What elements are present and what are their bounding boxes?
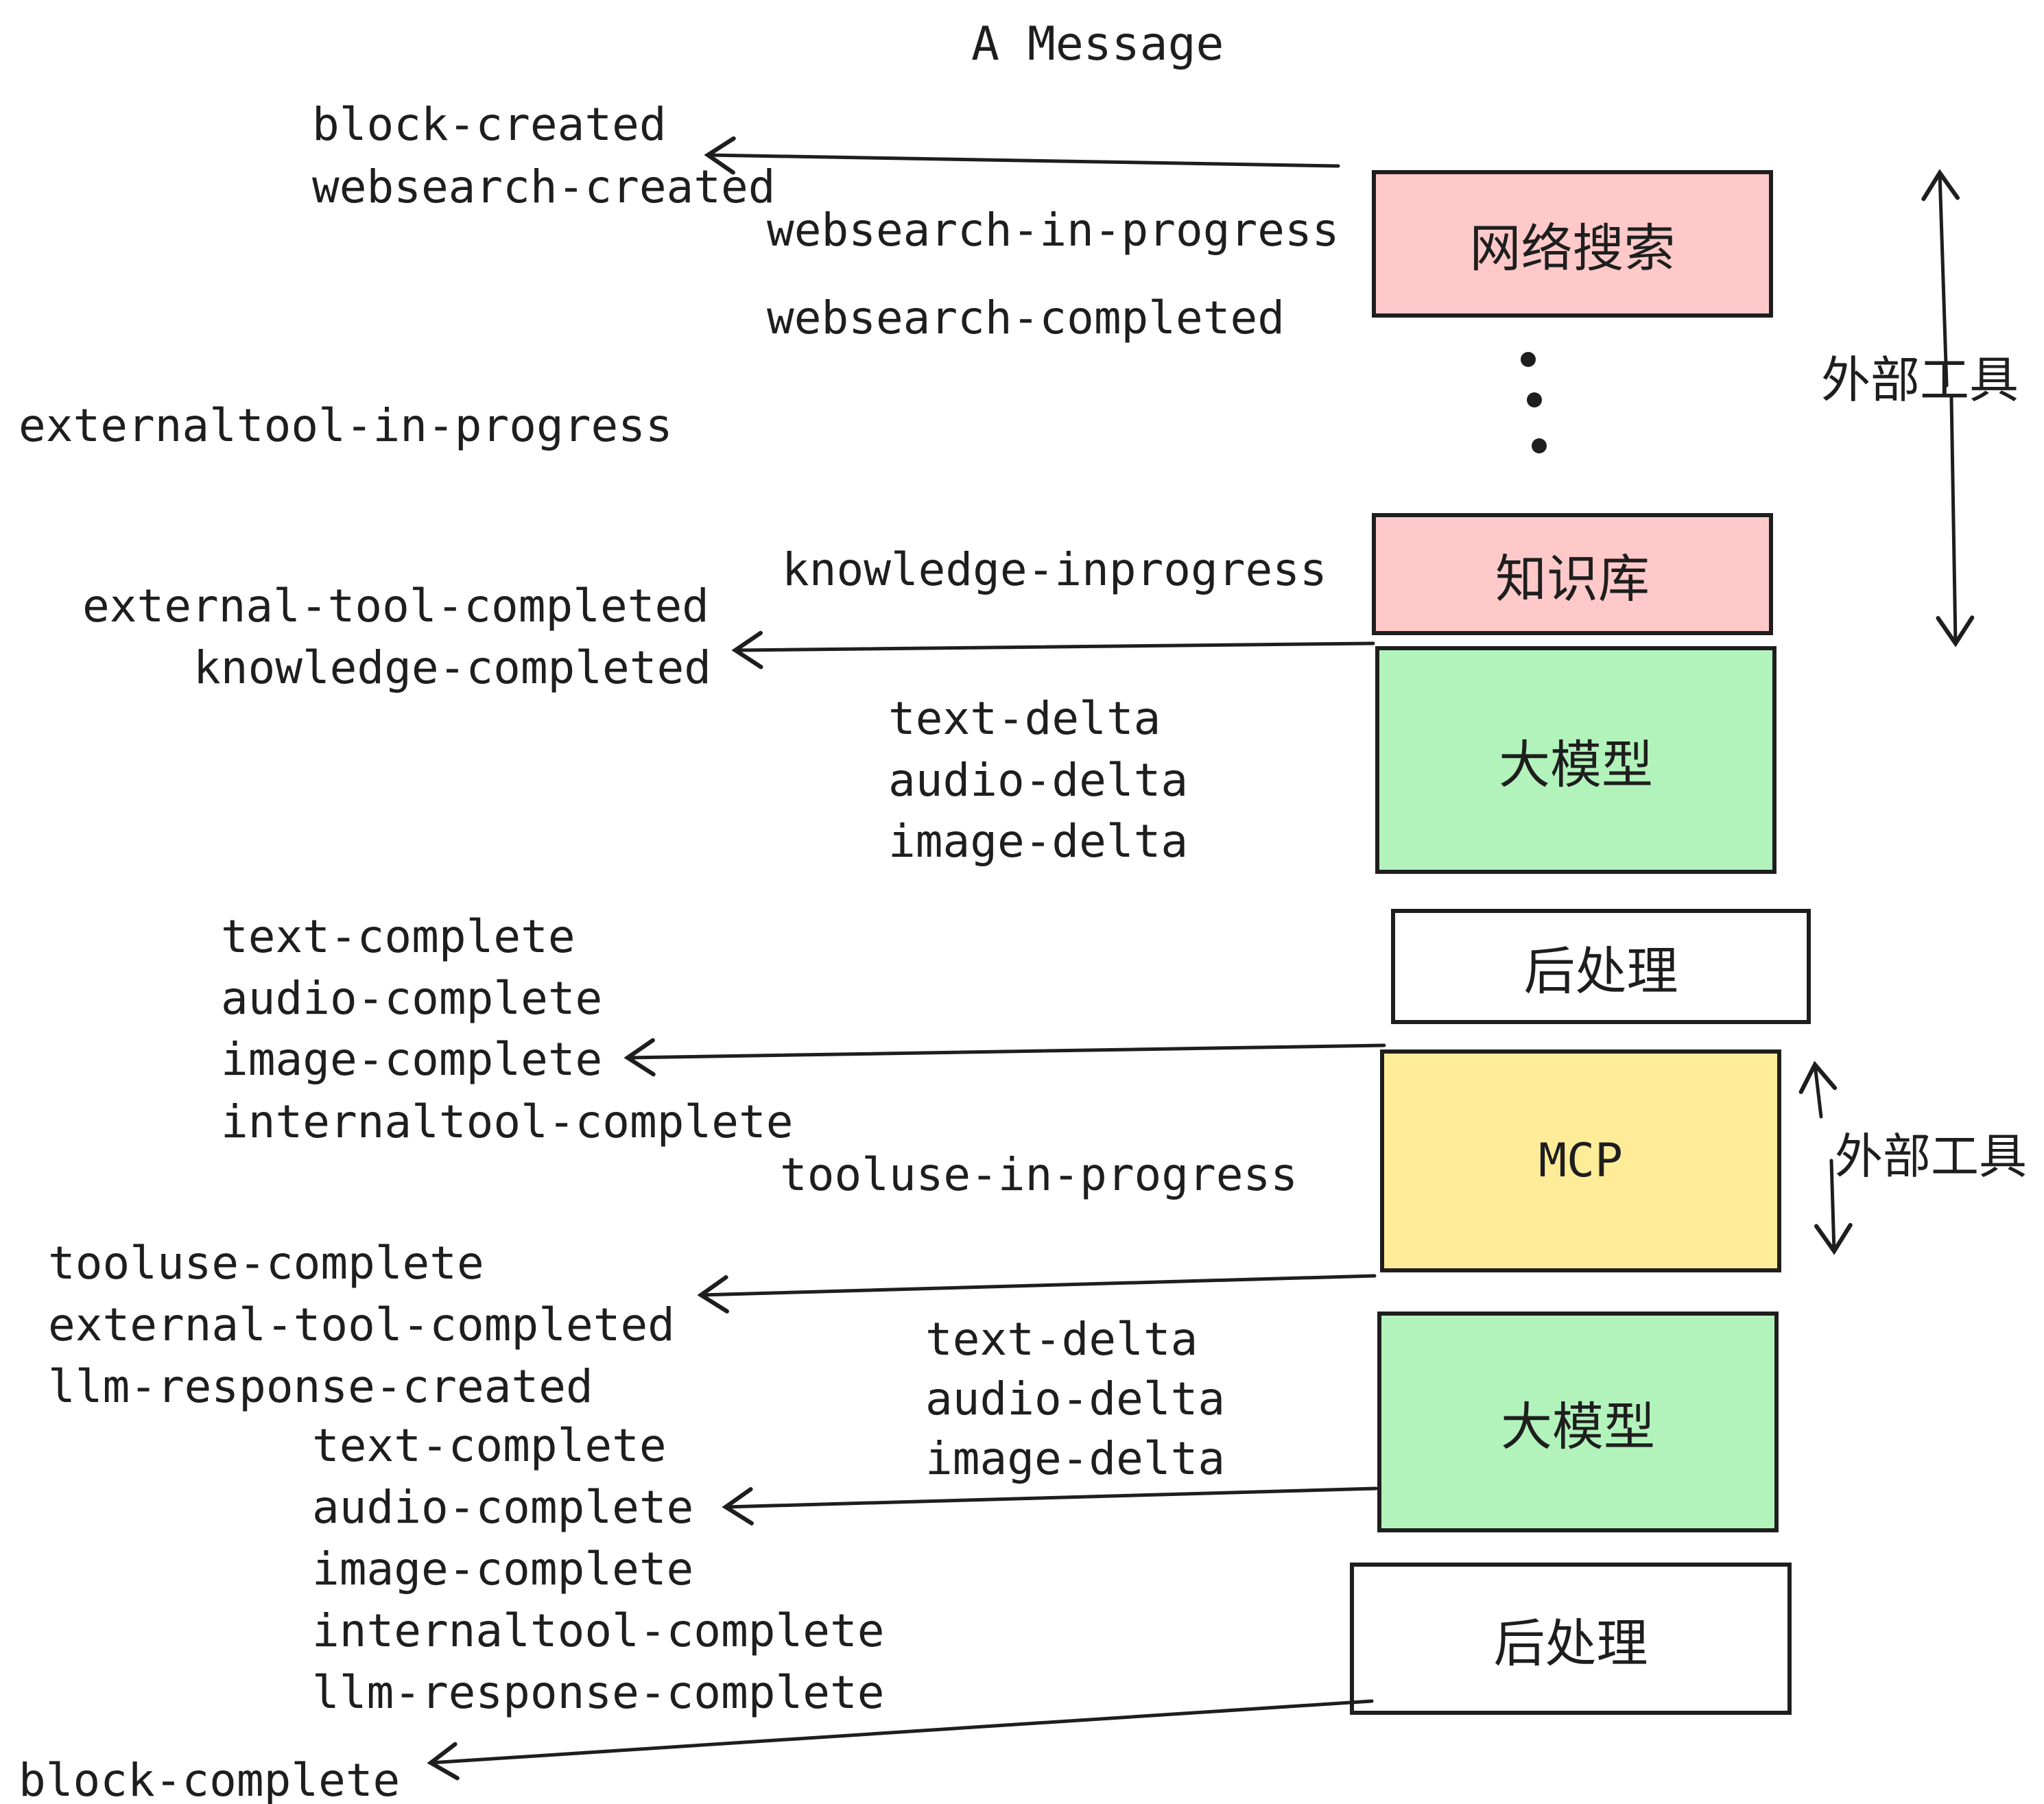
box-websearch-label: 网络搜索 [1469, 218, 1676, 278]
event-label-external-tool-completed: external-tool-completed [82, 580, 709, 632]
box-postprocess-2: 后处理 [1350, 1563, 1792, 1715]
arrow-external-tools-up-2 [1798, 1060, 1838, 1119]
event-label-websearch-created: websearch-created [312, 161, 776, 213]
event-label-text-complete-2: text-complete [312, 1419, 667, 1472]
event-label-websearch-completed: websearch-completed [767, 292, 1285, 344]
event-label-llm-response-created: llm-response-created [48, 1360, 593, 1413]
event-label-audio-complete-2: audio-complete [312, 1481, 694, 1534]
event-label-llm-response-complete: llm-response-complete [312, 1666, 885, 1719]
event-label-knowledge-completed: knowledge-completed [193, 641, 711, 694]
event-label-audio-delta-2: audio-delta [925, 1373, 1226, 1425]
arrow-external-tools-down-1 [1936, 396, 1975, 648]
event-label-websearch-in-progress: websearch-in-progress [767, 204, 1340, 257]
arrow-mcp-to-tooluse-complete [697, 1274, 1377, 1314]
event-label-text-complete-1: text-complete [221, 910, 575, 963]
external-tools-label-1: 外部工具 [1821, 351, 2019, 409]
arrow-external-tools-down-2 [1814, 1159, 1853, 1255]
event-label-tooluse-in-progress: tooluse-in-progress [780, 1148, 1298, 1201]
event-label-internaltool-complete-1: internaltool-complete [221, 1095, 794, 1148]
box-knowledge: 知识库 [1372, 513, 1773, 635]
box-postprocess-1: 后处理 [1391, 909, 1811, 1024]
event-label-text-delta-2: text-delta [925, 1313, 1198, 1366]
event-label-audio-complete-1: audio-complete [221, 972, 603, 1025]
diagram-title: A Message [971, 17, 1224, 71]
box-llm-2: 大模型 [1377, 1312, 1779, 1532]
event-label-internaltool-complete-2: internaltool-complete [312, 1604, 885, 1657]
event-label-text-delta-1: text-delta [888, 692, 1161, 745]
event-label-knowledge-inprogress: knowledge-inprogress [782, 543, 1327, 596]
box-postprocess-1-label: 后处理 [1523, 940, 1678, 1001]
box-mcp: MCP [1380, 1049, 1781, 1272]
event-label-block-complete: block-complete [19, 1754, 401, 1804]
event-label-tooluse-complete: tooluse-complete [48, 1237, 484, 1290]
event-label-externaltool-in-progress: externaltool-in-progress [19, 399, 673, 452]
box-knowledge-label: 知识库 [1495, 548, 1650, 609]
event-label-audio-delta-1: audio-delta [888, 754, 1189, 807]
box-llm-1-label: 大模型 [1498, 734, 1653, 795]
event-label-image-complete-2: image-complete [312, 1543, 694, 1595]
event-label-block-created: block-created [312, 98, 667, 151]
arrow-websearch-to-block-created [704, 136, 1340, 175]
arrow-llm1-to-knowledge-completed [731, 630, 1375, 669]
box-postprocess-2-label: 后处理 [1493, 1613, 1648, 1674]
box-llm-1: 大模型 [1375, 646, 1776, 874]
event-label-image-delta-2: image-delta [925, 1432, 1226, 1485]
event-label-image-complete-1: image-complete [221, 1033, 603, 1086]
ellipsis-dots [1521, 352, 1547, 453]
arrow-mcp-to-image-complete [623, 1038, 1386, 1077]
arrow-llm2-to-audio-complete [722, 1486, 1378, 1526]
box-mcp-label: MCP [1538, 1134, 1623, 1188]
event-label-external-tool-completed-2: external-tool-completed [48, 1298, 675, 1351]
box-llm-2-label: 大模型 [1500, 1396, 1655, 1457]
event-label-image-delta-1: image-delta [888, 815, 1189, 868]
box-websearch: 网络搜索 [1372, 170, 1773, 318]
external-tools-label-2: 外部工具 [1835, 1128, 2027, 1185]
